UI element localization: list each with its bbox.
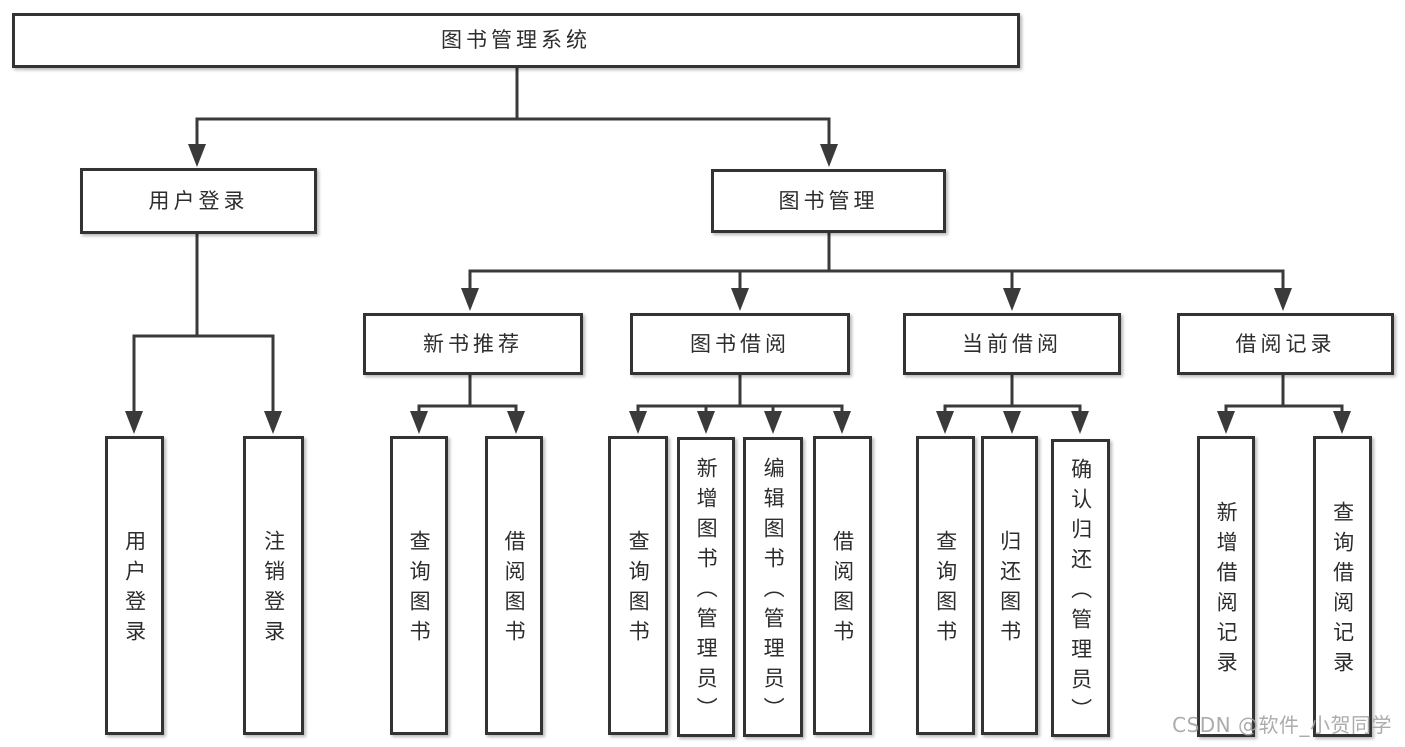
leaf-logout-label: 注销登录 [261,530,286,650]
leaf-add-borrow-record: 新增借阅记录 [1197,436,1255,737]
connector-current-borrow-children [936,373,1089,434]
connector-user-login-children [125,232,282,434]
leaf-borrow-query-book: 查询图书 [608,436,668,735]
node-borrow-records: 借阅记录 [1177,313,1394,375]
node-current-borrow: 当前借阅 [903,313,1121,375]
leaf-add-book-admin: 新增图书（管理员） [677,437,735,737]
leaf-edit-book-admin: 编辑图书（管理员） [743,437,803,737]
leaf-query-borrow-record: 查询借阅记录 [1313,436,1372,737]
leaf-user-login-label: 用户登录 [122,530,147,650]
leaf-edit-book-admin-label: 编辑图书（管理员） [761,456,786,727]
connector-root-to-level2 [188,66,838,167]
node-book-management-label: 图书管理 [778,188,879,213]
leaf-return-book: 归还图书 [981,436,1038,735]
connector-new-book-recommend-children [410,373,525,434]
node-library-management-system-label: 图书管理系统 [441,28,591,53]
leaf-borrow-borrow-book-label: 借阅图书 [830,530,855,650]
node-book-management: 图书管理 [711,169,946,233]
node-book-borrow: 图书借阅 [630,313,850,375]
leaf-query-borrow-record-label: 查询借阅记录 [1330,501,1355,681]
connector-book-management-children [461,231,1292,311]
leaf-recommend-borrow-book: 借阅图书 [485,436,543,735]
node-user-login: 用户登录 [80,168,317,234]
leaf-borrow-query-book-label: 查询图书 [626,530,651,650]
leaf-add-borrow-record-label: 新增借阅记录 [1214,501,1239,681]
node-new-book-recommend: 新书推荐 [363,313,583,375]
csdn-watermark: CSDN @软件_小贺同学 [1172,713,1392,737]
node-new-book-recommend-label: 新书推荐 [423,331,523,356]
leaf-borrow-borrow-book: 借阅图书 [813,436,872,735]
node-current-borrow-label: 当前借阅 [962,331,1062,356]
leaf-confirm-return-admin-label: 确认归还（管理员） [1068,457,1093,728]
connector-book-borrow-children [629,373,851,434]
leaf-recommend-query-book-label: 查询图书 [407,530,432,650]
leaf-return-book-label: 归还图书 [997,530,1022,650]
leaf-logout: 注销登录 [243,436,304,735]
node-book-borrow-label: 图书借阅 [690,331,790,356]
node-borrow-records-label: 借阅记录 [1235,331,1336,356]
leaf-recommend-borrow-book-label: 借阅图书 [502,530,527,650]
leaf-current-query-book: 查询图书 [916,436,975,735]
connector-borrow-records-children [1217,373,1351,434]
leaf-current-query-book-label: 查询图书 [933,530,958,650]
node-library-management-system: 图书管理系统 [12,13,1020,68]
leaf-confirm-return-admin: 确认归还（管理员） [1051,439,1110,737]
leaf-add-book-admin-label: 新增图书（管理员） [694,456,719,727]
node-user-login-label: 用户登录 [148,188,249,213]
leaf-recommend-query-book: 查询图书 [390,436,448,735]
leaf-user-login: 用户登录 [105,436,164,735]
